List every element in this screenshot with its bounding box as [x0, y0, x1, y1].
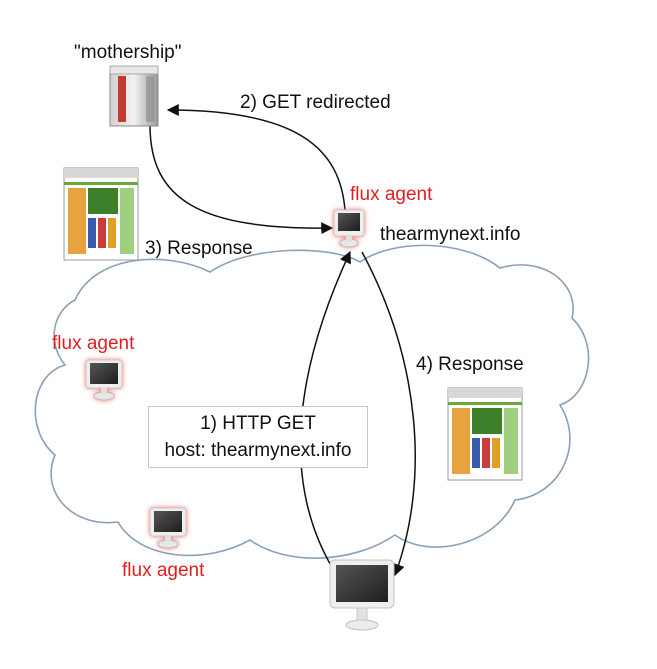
- flux-agent-top-label: flux agent: [350, 184, 433, 205]
- arrow-response-4: [361, 251, 416, 577]
- computer-icon: [329, 559, 395, 631]
- computer-icon: [149, 507, 187, 549]
- webpage-thumbnail-icon: [63, 167, 139, 261]
- webpage-thumbnail-icon: [447, 387, 523, 481]
- flux-agent-left-label: flux agent: [52, 333, 135, 354]
- get-redirected-label: 2) GET redirected: [240, 92, 391, 113]
- flux-agent-bottom-label: flux agent: [122, 560, 205, 581]
- domain-label: thearmynext.info: [380, 224, 521, 245]
- http-get-label: 1) HTTP GET: [200, 413, 316, 434]
- http-get-box: 1) HTTP GET host: thearmynext.info: [148, 406, 368, 468]
- server-icon: [109, 65, 159, 127]
- arrow-response-3: [149, 124, 334, 235]
- mothership-label: "mothership": [74, 42, 182, 63]
- host-label: host: thearmynext.info: [164, 440, 352, 461]
- computer-icon: [85, 359, 123, 401]
- response-4-label: 4) Response: [416, 354, 524, 375]
- response-3-label: 3) Response: [145, 238, 253, 259]
- arrow-get-redirected: [166, 104, 346, 211]
- computer-icon: [333, 209, 365, 248]
